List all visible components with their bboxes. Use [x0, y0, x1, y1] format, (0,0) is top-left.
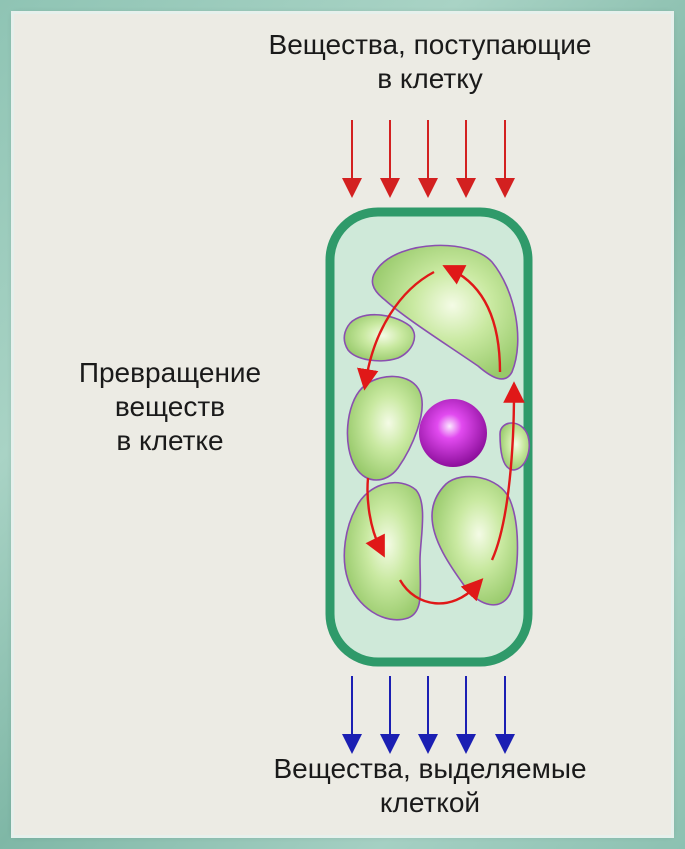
outgoing-arrows — [352, 676, 505, 744]
chloroplast — [344, 315, 414, 361]
incoming-arrows — [352, 120, 505, 188]
chloroplast — [500, 423, 529, 470]
plant-cell — [330, 212, 529, 662]
nucleus — [419, 399, 487, 467]
